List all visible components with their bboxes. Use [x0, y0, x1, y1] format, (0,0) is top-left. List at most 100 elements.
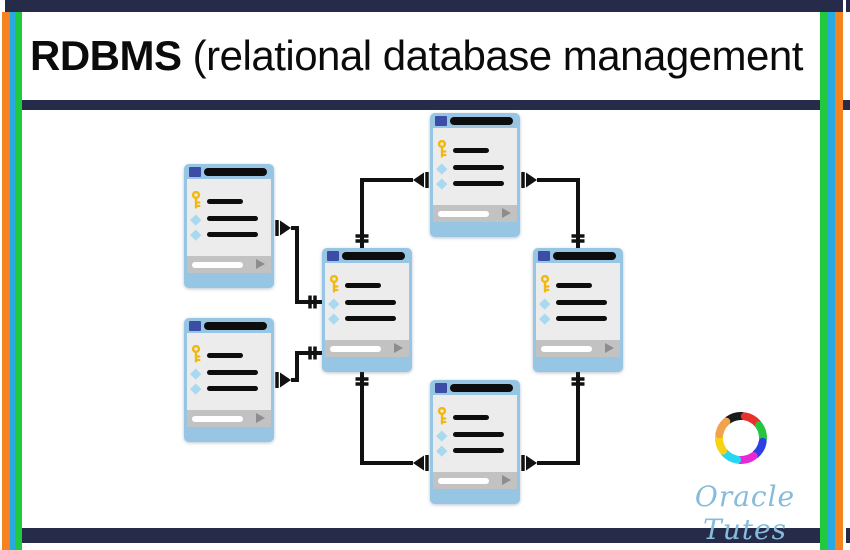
table-body [536, 263, 620, 340]
field-diamond-icon [538, 298, 550, 310]
field-row [453, 148, 489, 153]
page-title: RDBMS (relational database management [30, 35, 803, 77]
scrollbar-pill [438, 211, 489, 217]
logo-arc [740, 412, 762, 428]
primary-key-icon [329, 275, 339, 293]
logo-arc [755, 421, 767, 444]
field-row [345, 316, 396, 321]
field-diamond-icon [538, 313, 550, 325]
bottom-bar-right-sliver [846, 528, 850, 543]
field-row [556, 316, 607, 321]
field-row [345, 283, 381, 288]
field-diamond-icon [327, 298, 339, 310]
field-row [453, 432, 504, 437]
table-title-bar [553, 251, 616, 260]
page-title-bold: RDBMS [30, 32, 182, 79]
table-footer [325, 340, 409, 357]
right-stripe-orange [835, 12, 843, 550]
table-body [187, 333, 271, 410]
expand-arrow-icon [502, 208, 511, 218]
oracle-tutes-logo: Oracle Tutes [655, 396, 835, 546]
field-diamond-icon [189, 229, 201, 241]
logo-arc [751, 437, 767, 459]
logo-arc [715, 432, 727, 455]
table-type-icon [327, 250, 339, 261]
field-diamond-icon [189, 214, 201, 226]
logo-arc [735, 452, 758, 464]
table-bottom-center [430, 380, 520, 504]
primary-key-icon [437, 140, 447, 158]
scrollbar-pill [541, 346, 592, 352]
primary-key-icon [540, 275, 550, 293]
left-stripe-orange [2, 12, 10, 550]
table-center [322, 248, 412, 372]
bottom-border-bar [10, 528, 843, 543]
table-body [433, 395, 517, 472]
table-type-icon [435, 115, 447, 126]
left-stripe-blue [10, 12, 15, 550]
title-band: RDBMS (relational database management [22, 12, 820, 100]
field-row [556, 300, 607, 305]
table-title-bar [450, 383, 513, 392]
relationship-line-top-center-to-center [360, 178, 413, 248]
crow-foot-arrow [280, 220, 291, 236]
table-type-icon [435, 382, 447, 393]
scrollbar-pill [438, 478, 489, 484]
table-type-icon [189, 320, 201, 331]
crow-foot-arrow [413, 172, 424, 188]
right-stripe-blue [828, 12, 835, 550]
expand-arrow-icon [256, 259, 265, 269]
field-diamond-icon [327, 313, 339, 325]
logo-swirl-icon [715, 412, 767, 464]
scrollbar-pill [330, 346, 381, 352]
table-left-bottom [184, 318, 274, 442]
table-footer [187, 256, 271, 273]
primary-key-icon [191, 191, 201, 209]
relationship-line-bottom-center-to-right [537, 372, 580, 465]
expand-arrow-icon [256, 413, 265, 423]
field-row [207, 216, 258, 221]
table-footer [536, 340, 620, 357]
primary-key-icon [191, 345, 201, 363]
table-left-top [184, 164, 274, 288]
logo-arc [720, 448, 742, 464]
left-stripe-green [15, 12, 22, 550]
table-footer [433, 472, 517, 489]
field-diamond-icon [435, 163, 447, 175]
table-top-center [430, 113, 520, 237]
crow-foot-arrow [526, 172, 537, 188]
table-footer [433, 205, 517, 222]
expand-arrow-icon [502, 475, 511, 485]
title-separator-bar [10, 100, 846, 110]
logo-arc [715, 417, 731, 439]
crow-foot-arrow [413, 455, 424, 471]
field-row [207, 370, 258, 375]
primary-key-icon [437, 407, 447, 425]
table-body [325, 263, 409, 340]
field-row [345, 300, 396, 305]
field-row [453, 165, 504, 170]
page-title-rest: (relational database management [181, 32, 804, 79]
table-type-icon [189, 166, 201, 177]
top-bar-right-sliver [846, 0, 850, 12]
field-row [556, 283, 592, 288]
table-type-icon [538, 250, 550, 261]
top-border-bar [5, 0, 843, 12]
field-row [453, 415, 489, 420]
field-diamond-icon [435, 445, 447, 457]
field-diamond-icon [189, 368, 201, 380]
field-row [453, 448, 504, 453]
table-title-bar [342, 251, 405, 260]
field-row [207, 353, 243, 358]
field-row [453, 181, 504, 186]
field-diamond-icon [435, 430, 447, 442]
field-row [207, 386, 258, 391]
table-title-bar [450, 116, 513, 125]
separator-right-sliver [846, 100, 850, 110]
field-diamond-icon [189, 383, 201, 395]
right-stripe-green [820, 12, 828, 550]
crow-foot-arrow [280, 372, 291, 388]
table-footer [187, 410, 271, 427]
scrollbar-pill [192, 416, 243, 422]
